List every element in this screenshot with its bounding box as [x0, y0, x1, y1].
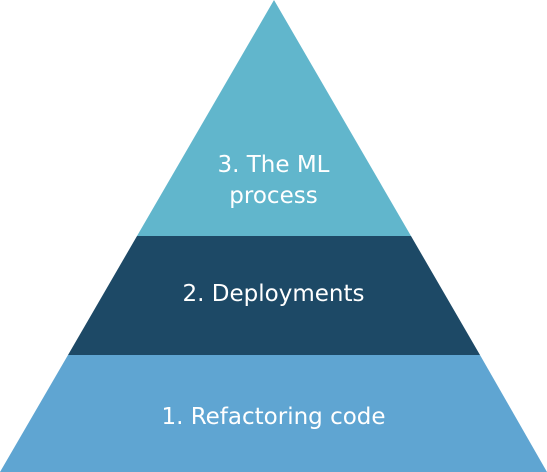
- tier-3-label-line-1: 3. The ML: [217, 152, 330, 178]
- tier-3-label: 3. The ML process: [0, 150, 547, 212]
- tier-2-label: 2. Deployments: [182, 281, 365, 307]
- tier-1-label: 1. Refactoring code: [161, 404, 386, 430]
- tier-1-shape: [0, 355, 547, 472]
- tier-3-label-line-2: process: [229, 183, 318, 209]
- tier-3-shape: [137, 0, 411, 236]
- tier-2-shape: [68, 236, 480, 355]
